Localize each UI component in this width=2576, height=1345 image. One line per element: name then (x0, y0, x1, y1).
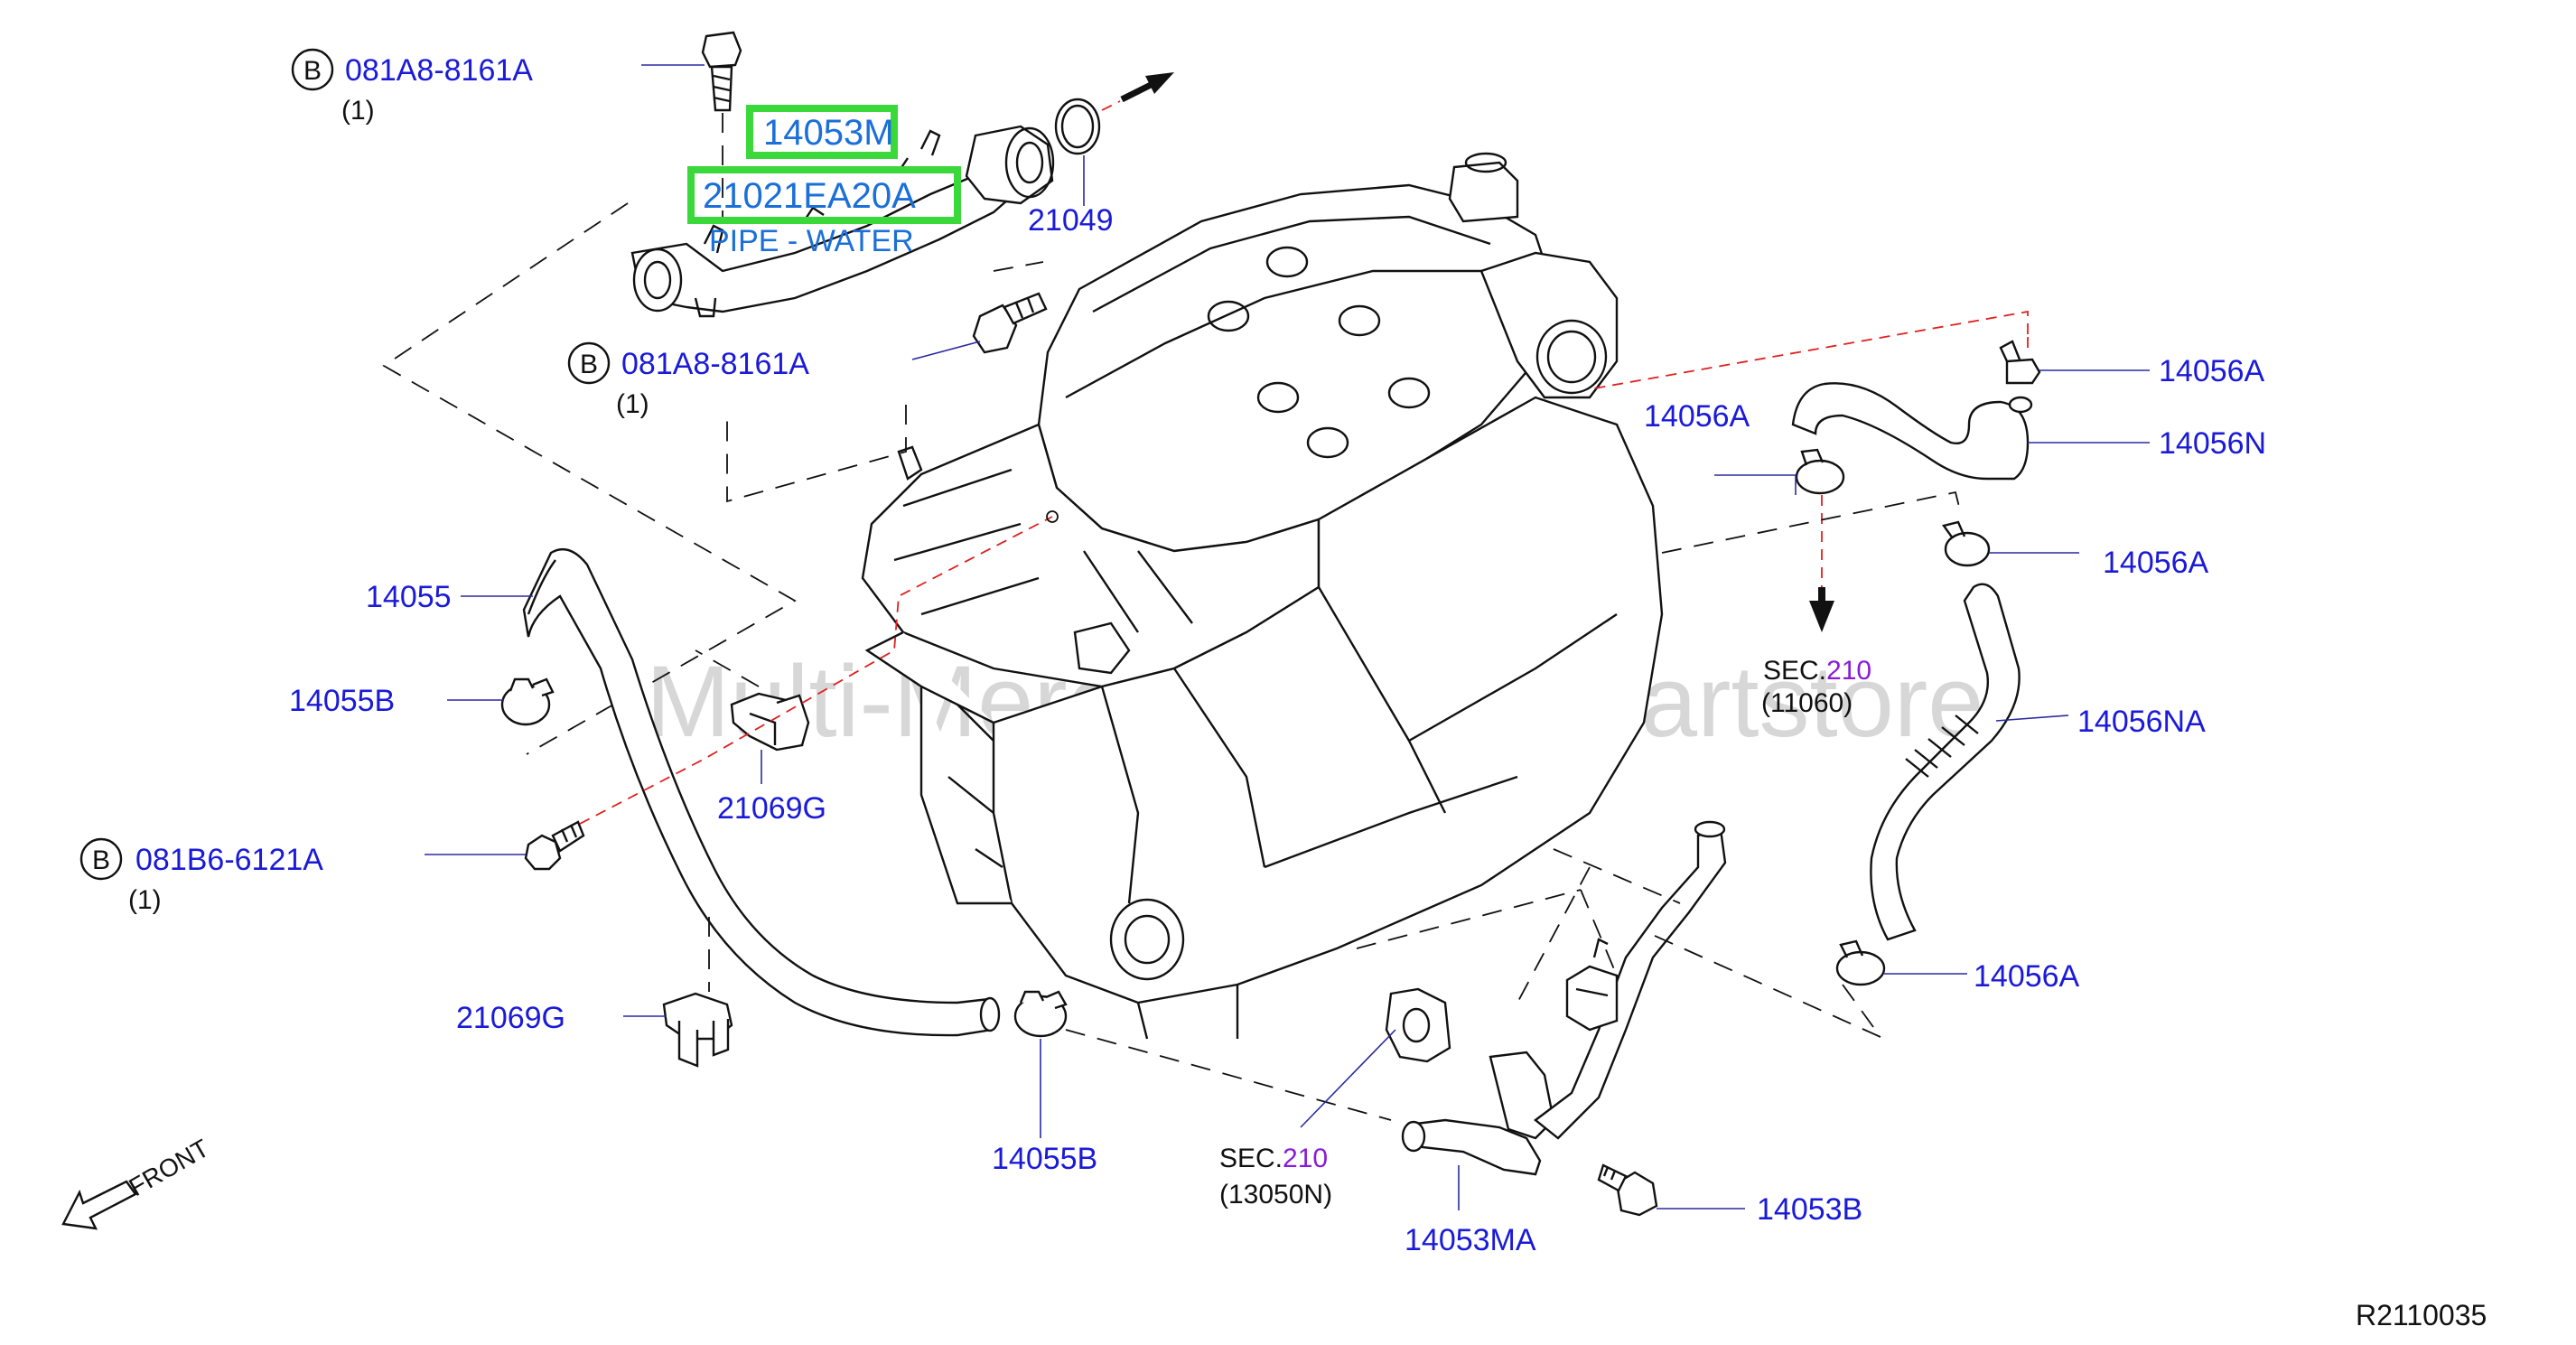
label-14056a-2[interactable]: 14056A (1644, 399, 1750, 434)
label-14055[interactable]: 14055 (366, 580, 452, 614)
label-21069g-lower[interactable]: 21069G (456, 1001, 565, 1035)
o-ring (1054, 98, 1101, 155)
clip-21069g-lower (662, 992, 733, 1068)
hose-14056n (1791, 382, 2033, 481)
bolt-mid (972, 292, 1048, 354)
clamp-14055b-left (500, 677, 555, 726)
label-14053ma[interactable]: 14053MA (1405, 1223, 1536, 1257)
label-21069g-upper[interactable]: 21069G (717, 791, 826, 826)
bolt-14053b (1597, 1163, 1658, 1217)
label-14053b[interactable]: 14053B (1757, 1192, 1862, 1227)
clamp-14056a-2 (1795, 448, 1845, 495)
clamp-14056a-4 (1835, 939, 1886, 986)
label-bolt-low[interactable]: 081B6-6121A (135, 843, 323, 877)
group-outline-left (382, 202, 1044, 755)
label-sec-13050n: (13050N) (1219, 1180, 1332, 1210)
label-14056a-1[interactable]: 14056A (2159, 354, 2265, 388)
label-pipe-water: PIPE - WATER (709, 224, 914, 258)
qty-bolt-top: (1) (341, 96, 375, 126)
label-sec-11060: (11060) (1761, 688, 1853, 718)
bolt-marker-low (79, 837, 123, 881)
label-14056n[interactable]: 14056N (2159, 426, 2266, 461)
svg-text:B: B (580, 350, 598, 379)
highlight-14053m (746, 105, 898, 159)
label-14056a-4[interactable]: 14056A (1974, 959, 2080, 994)
label-21021ea20a[interactable]: 21021EA20A (703, 176, 916, 216)
qty-bolt-mid: (1) (616, 389, 649, 419)
highlight-21021ea20a (687, 166, 961, 224)
qty-bolt-low: (1) (128, 885, 162, 915)
svg-text:B: B (92, 845, 110, 875)
bolt-marker-mid (567, 341, 611, 385)
label-bolt-mid[interactable]: 081A8-8161A (621, 347, 809, 381)
label-14055b-bottom[interactable]: 14055B (992, 1142, 1097, 1176)
water-pipe-assembly (630, 125, 1055, 318)
label-sec-210-right[interactable]: SEC.210 (1763, 656, 1871, 686)
label-14055b-left[interactable]: 14055B (289, 684, 395, 718)
bolt-marker-top (291, 48, 334, 91)
pipe-14053ma (1385, 820, 1727, 1176)
label-14053m[interactable]: 14053M (763, 113, 894, 153)
bolt-low (524, 820, 585, 871)
bolt-top (701, 31, 742, 112)
hose-14055 (522, 548, 1001, 1037)
hose-14056na (1870, 583, 2021, 941)
engine-assembly (861, 152, 1664, 1040)
front-label: FRONT (125, 1134, 214, 1201)
label-14056na[interactable]: 14056NA (2077, 705, 2206, 739)
label-21049[interactable]: 21049 (1028, 203, 1114, 238)
front-arrow-icon (61, 1180, 137, 1230)
clamp-14055b-bottom (1013, 990, 1068, 1038)
diagram-reference: R2110035 (2356, 1299, 2487, 1331)
svg-text:B: B (303, 56, 322, 86)
label-14056a-3[interactable]: 14056A (2103, 546, 2209, 580)
clamp-14056a-1 (1999, 340, 2041, 385)
label-sec-210-lower[interactable]: SEC.210 (1219, 1144, 1328, 1173)
label-bolt-top[interactable]: 081A8-8161A (345, 53, 533, 88)
clip-21069g-upper (730, 692, 810, 752)
clamp-14056a-3 (1941, 520, 1991, 567)
